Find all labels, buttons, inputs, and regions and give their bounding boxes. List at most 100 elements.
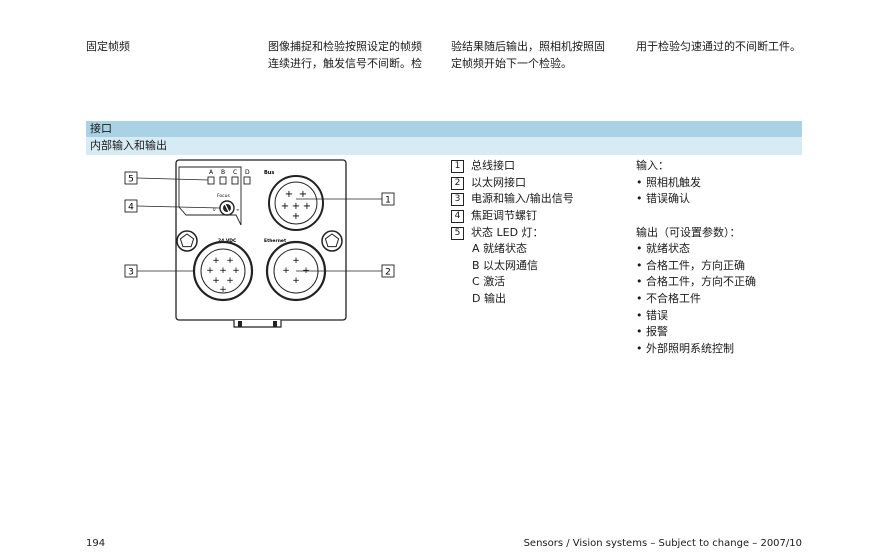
- svg-text:+: +: [226, 256, 234, 266]
- legend-num-5: 5: [451, 226, 464, 240]
- legend-item-5: 5 状态 LED 灯：: [451, 225, 544, 241]
- power-connector-inner: [200, 248, 246, 294]
- callout-3: 3: [128, 268, 134, 278]
- power-pins: ++ +++ ++ +: [206, 256, 240, 295]
- svg-text:+: +: [292, 201, 300, 212]
- svg-text:+: +: [226, 276, 234, 286]
- led-state-letter: A: [472, 242, 480, 255]
- top-col4: 用于检验匀速通过的不间断工件。: [636, 40, 801, 53]
- bottom-tab: [233, 320, 282, 328]
- legend-num-1: 1: [451, 159, 464, 173]
- svg-text:+: +: [281, 201, 289, 212]
- led-state-letter: D: [472, 292, 481, 305]
- input-item: •照相机触发: [636, 176, 701, 189]
- led-state-a: A 就绪状态: [472, 241, 527, 257]
- bullet-icon: •: [636, 176, 643, 189]
- top-col2-line1: 图像捕捉和检验按照设定的帧频: [268, 40, 422, 53]
- callout-5: 5: [128, 175, 134, 185]
- svg-text:+: +: [219, 266, 227, 276]
- svg-text:+: +: [299, 189, 307, 200]
- page-number: 194: [86, 538, 106, 549]
- ground-screw-left: [176, 230, 198, 252]
- legend-text-1: 总线接口: [471, 159, 515, 172]
- led-letter-a: A: [209, 169, 214, 176]
- focus-label: Focus: [217, 193, 231, 199]
- svg-text:+: +: [232, 266, 240, 276]
- top-col3-line1: 验结果随后输出，照相机按照固: [451, 40, 605, 53]
- led-state-letter: C: [472, 275, 480, 288]
- led-c: [231, 176, 239, 185]
- callout-box-3: [124, 264, 138, 278]
- svg-text:+: +: [282, 266, 290, 276]
- led-state-text: 激活: [483, 275, 506, 288]
- bullet-icon: •: [636, 325, 643, 338]
- ground-screw-right: [321, 230, 343, 252]
- callout-box-2: [381, 264, 395, 278]
- callout-1: 1: [385, 196, 391, 206]
- svg-text:+: +: [206, 266, 214, 276]
- callouts: 5 4 3 1 2: [124, 171, 395, 278]
- output-item: •外部照明系统控制: [636, 342, 734, 355]
- legend-text-4: 焦距调节螺钉: [471, 209, 537, 222]
- footer-text: Sensors / Vision systems – Subject to ch…: [523, 538, 802, 549]
- device-diagram: A B C D Focus 0 ∞ Bus ++ +++ + 24 VDC ++…: [124, 159, 395, 328]
- led-state-text: 就绪状态: [483, 242, 528, 255]
- callout-2: 2: [385, 268, 391, 278]
- legend-item-1: 1 总线接口: [451, 158, 515, 174]
- bus-connector-inner: [274, 181, 318, 225]
- led-letter-d: D: [245, 169, 250, 176]
- output-item: •就绪状态: [636, 242, 690, 255]
- svg-text:+: +: [212, 256, 220, 266]
- tab-mark-right: [273, 321, 277, 327]
- legend-text-5: 状态 LED 灯：: [471, 226, 544, 239]
- bullet-icon: •: [636, 275, 643, 288]
- ground-screw-left-pentagon: [179, 233, 195, 248]
- focus-minus-mark: 0: [213, 207, 216, 212]
- legend-num-4: 4: [451, 209, 464, 223]
- svg-text:+: +: [292, 276, 300, 286]
- top-col1: 固定帧频: [86, 40, 130, 53]
- led-state-b: B 以太网通信: [472, 258, 538, 274]
- led-letter-b: B: [221, 169, 225, 176]
- bus-pins: ++ +++ +: [281, 189, 311, 222]
- focus-plus-mark: ∞: [236, 207, 239, 212]
- legend-item-3: 3 电源和输入/输出信号: [451, 191, 574, 207]
- legend-item-4: 4 焦距调节螺钉: [451, 208, 537, 224]
- svg-text:+: +: [285, 189, 293, 200]
- led-state-letter: B: [472, 259, 480, 272]
- subsection-title: 内部输入和输出: [90, 139, 167, 152]
- bullet-icon: •: [636, 292, 643, 305]
- output-item: •报警: [636, 325, 668, 338]
- bullet-icon: •: [636, 242, 643, 255]
- led-state-c: C 激活: [472, 274, 505, 290]
- status-leds: A B C D: [207, 169, 251, 185]
- output-item: •合格工件，方向正确: [636, 259, 745, 272]
- legend-num-3: 3: [451, 192, 464, 206]
- legend-num-2: 2: [451, 176, 464, 190]
- svg-text:+: +: [212, 276, 220, 286]
- bullet-icon: •: [636, 342, 643, 355]
- output-item: •错误: [636, 309, 668, 322]
- section-title: 接口: [90, 122, 112, 135]
- led-state-text: 输出: [483, 292, 506, 305]
- led-state-text: 以太网通信: [483, 259, 539, 272]
- legend-text-3: 电源和输入/输出信号: [471, 192, 574, 205]
- led-d: [243, 176, 251, 185]
- output-item: •不合格工件: [636, 292, 701, 305]
- callout-box-1: [381, 192, 395, 206]
- led-a: [207, 176, 215, 185]
- svg-text:+: +: [292, 211, 300, 222]
- inputs-title: 输入：: [636, 159, 669, 172]
- input-item: •错误确认: [636, 192, 690, 205]
- top-col2-line2: 连续进行，触发信号不间断。检: [268, 57, 422, 70]
- bullet-icon: •: [636, 309, 643, 322]
- ethernet-label: Ethernet: [264, 238, 287, 244]
- subsection-header-band: 内部输入和输出: [86, 137, 802, 155]
- ground-screw-right-pentagon: [324, 233, 340, 248]
- callout-box-4: [124, 199, 138, 213]
- led-letter-c: C: [233, 169, 237, 176]
- outputs-title: 输出（可设置参数）：: [636, 226, 741, 239]
- focus-screw-slot: [224, 203, 230, 213]
